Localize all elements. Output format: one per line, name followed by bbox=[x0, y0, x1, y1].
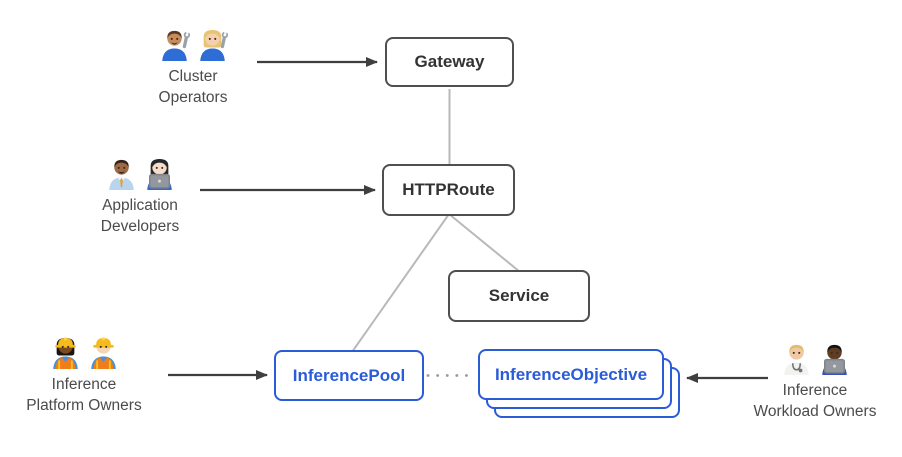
node-label: InferenceObjective bbox=[494, 364, 648, 384]
inference-workload-owners-icons bbox=[725, 340, 902, 376]
persona-label-line: Cluster bbox=[168, 68, 218, 85]
node-label: Service bbox=[488, 286, 550, 305]
edge-httproute-service bbox=[448, 213, 521, 273]
woman-mechanic-icon bbox=[199, 29, 228, 61]
persona-label-line: Workload Owners bbox=[753, 403, 877, 420]
application-developers-icons bbox=[50, 155, 230, 191]
man-technologist-icon bbox=[821, 344, 847, 375]
cluster-operators-icons bbox=[103, 26, 283, 62]
node-inferenceobjective: InferenceObjective bbox=[478, 349, 664, 400]
persona-label-line: Inference bbox=[51, 376, 117, 393]
persona-label-line: Developers bbox=[100, 218, 180, 235]
node-label: HTTPRoute bbox=[402, 180, 495, 199]
persona-application-developers: Application Developers bbox=[50, 155, 230, 237]
woman-technologist-icon bbox=[146, 158, 172, 190]
woman-construction-worker-icon bbox=[52, 337, 78, 369]
persona-label-line: Platform Owners bbox=[26, 397, 142, 414]
node-service: Service bbox=[448, 270, 590, 322]
man-construction-worker-icon bbox=[90, 337, 116, 369]
persona-inference-platform-owners: Inference Platform Owners bbox=[0, 334, 174, 416]
node-label: Gateway bbox=[414, 52, 485, 71]
persona-cluster-operators: Cluster Operators bbox=[103, 26, 283, 108]
health-worker-icon bbox=[783, 344, 809, 375]
edge-httproute-inferencepool bbox=[351, 213, 450, 353]
persona-label-line: Application bbox=[102, 197, 178, 214]
node-httproute: HTTPRoute bbox=[382, 164, 515, 216]
node-label: InferencePool bbox=[292, 365, 406, 385]
node-inferenceobjective-stack: InferenceObjective bbox=[478, 349, 680, 418]
persona-label-line: Operators bbox=[158, 89, 228, 106]
man-office-worker-icon bbox=[108, 159, 134, 190]
man-mechanic-icon bbox=[161, 30, 190, 61]
node-inferencepool: InferencePool bbox=[274, 350, 424, 401]
persona-label-line: Inference bbox=[782, 382, 848, 399]
node-gateway: Gateway bbox=[385, 37, 514, 87]
inference-platform-owners-icons bbox=[0, 334, 174, 370]
persona-inference-workload-owners: Inference Workload Owners bbox=[725, 340, 902, 422]
